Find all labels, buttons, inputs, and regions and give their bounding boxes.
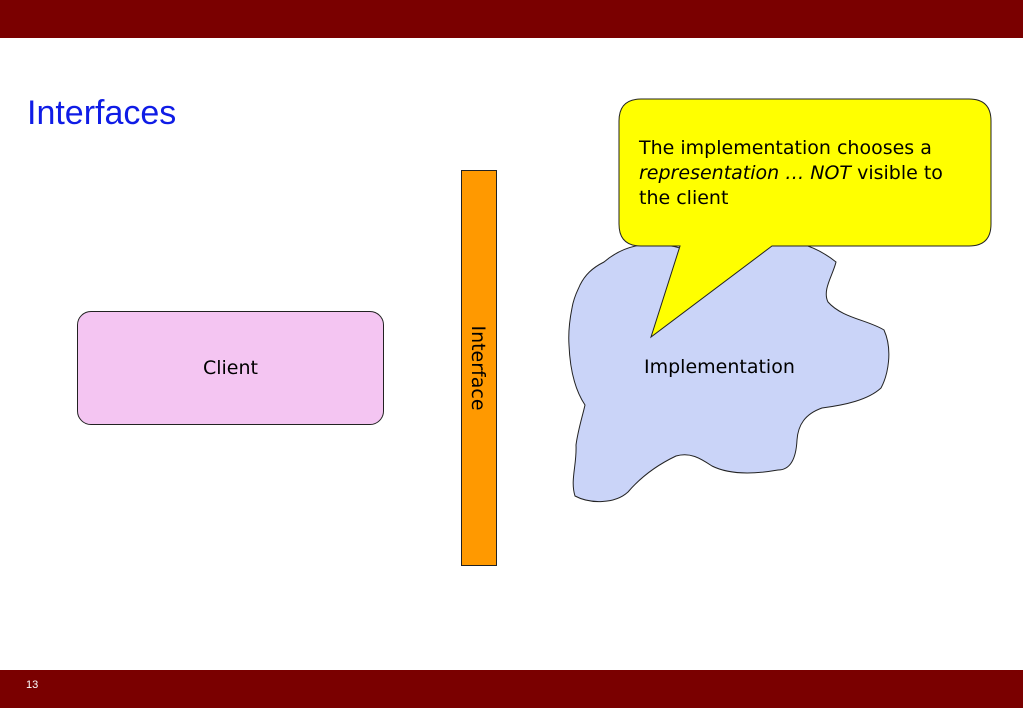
header-bar bbox=[0, 0, 1023, 38]
slide-title: Interfaces bbox=[27, 94, 177, 132]
page-number: 13 bbox=[26, 679, 39, 691]
callout-bubble bbox=[618, 98, 992, 339]
callout-line-start: The implementation chooses a bbox=[639, 137, 932, 159]
interface-bar bbox=[461, 170, 497, 566]
callout-line-end: visible to the client bbox=[639, 162, 943, 209]
client-label: Client bbox=[202, 357, 258, 379]
callout-italic: representation … NOT bbox=[639, 162, 852, 184]
client-box: Client bbox=[77, 311, 384, 425]
footer-bar: 13 bbox=[0, 670, 1023, 708]
implementation-label: Implementation bbox=[644, 356, 795, 378]
implementation-blob bbox=[568, 235, 890, 502]
callout-text: The implementation chooses a representat… bbox=[639, 136, 979, 211]
